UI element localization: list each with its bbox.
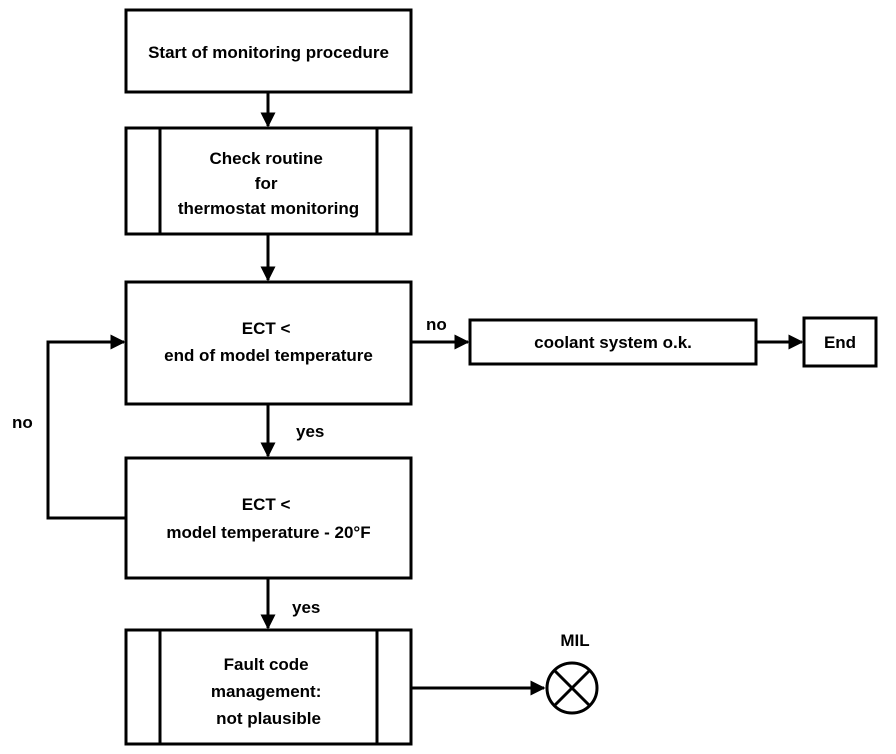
fault-code-node: Fault code management: not plausible [124, 628, 413, 746]
coolant-ok-label: coolant system o.k. [534, 333, 692, 352]
decision-end-model-line-2: end of model temperature [164, 346, 373, 365]
svg-text:no: no [12, 413, 33, 432]
svg-text:ECT < model temperature: ECT < model temperature - 20°F [166, 495, 370, 542]
check-routine-line-1: Check routine [209, 149, 322, 168]
svg-text:coolant system o.k.: coolant system o.k. [534, 333, 692, 352]
edge-label-no-coolant: no [426, 315, 447, 334]
end-label: End [824, 333, 856, 352]
svg-text:Start of monitoring procedure: Start of monitoring procedure [148, 43, 389, 62]
edge-label-yes-2: yes [292, 598, 320, 617]
svg-text:MIL: MIL [560, 631, 589, 650]
svg-text:no: no [426, 315, 447, 334]
check-routine-line-3: thermostat monitoring [178, 199, 359, 218]
check-routine-node: Check routine for thermostat monitoring [124, 126, 413, 236]
fault-code-line-2: management: [211, 682, 322, 701]
mil-label: MIL [560, 631, 589, 650]
decision-end-model-line-1: ECT < [242, 319, 291, 338]
mil-lamp-icon [545, 661, 599, 715]
svg-text:yes: yes [292, 598, 320, 617]
edge-loop-back [46, 334, 126, 520]
svg-text:Check routine for: Check routine for thermostat monitoring [178, 149, 359, 218]
edge-label-no-loop: no [12, 413, 33, 432]
start-label: Start of monitoring procedure [148, 43, 389, 62]
svg-text:ECT < end of model tempe: ECT < end of model temperature [164, 319, 373, 365]
coolant-ok-node: coolant system o.k. [468, 318, 758, 366]
svg-text:Fault code management:: Fault code management: not plausible [211, 655, 326, 728]
svg-text:End: End [824, 333, 856, 352]
fault-code-line-1: Fault code [224, 655, 309, 674]
decision-model-minus-line-1: ECT < [242, 495, 291, 514]
edge-label-yes-1: yes [296, 422, 324, 441]
check-routine-line-2: for [255, 174, 278, 193]
decision-model-minus-line-2: model temperature - 20°F [166, 523, 370, 542]
start-node: Start of monitoring procedure [124, 8, 413, 94]
decision-model-minus-node: ECT < model temperature - 20°F [124, 456, 413, 580]
svg-text:yes: yes [296, 422, 324, 441]
end-node: End [802, 316, 878, 368]
decision-end-model-node: ECT < end of model temperature [124, 280, 413, 406]
fault-code-line-3: not plausible [216, 709, 321, 728]
